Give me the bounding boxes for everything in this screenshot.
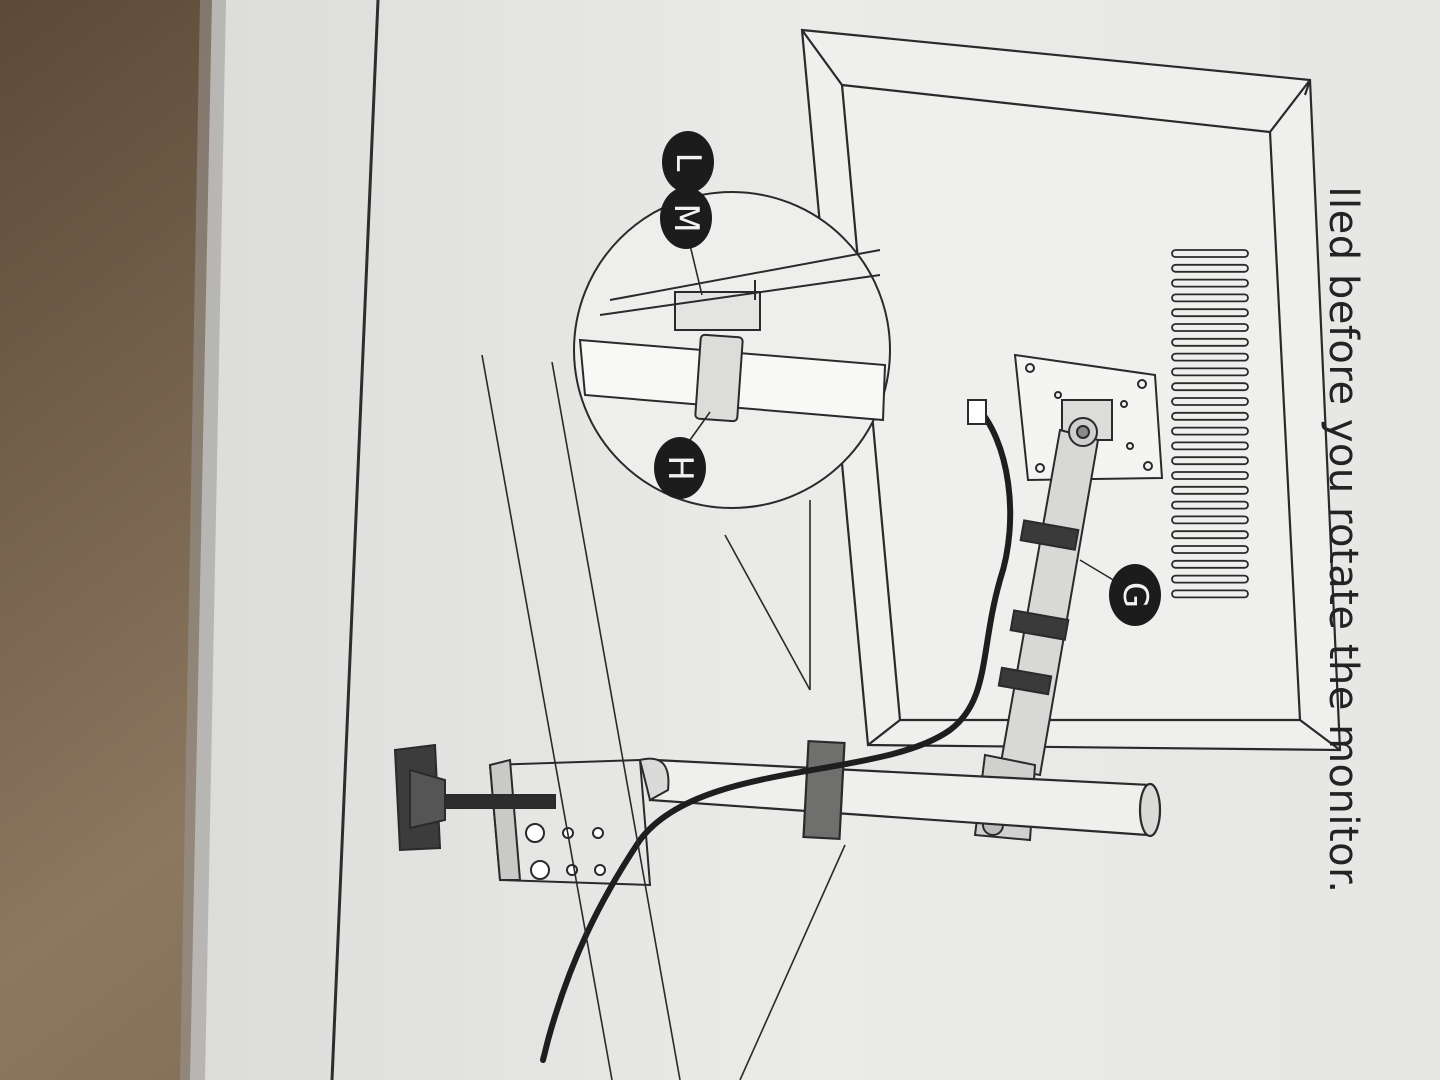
- vent-slot: [1171, 456, 1249, 466]
- vent-slot: [1171, 530, 1249, 540]
- vent-slot: [1171, 441, 1249, 451]
- vent-slot: [1171, 515, 1249, 525]
- callout-L: L: [662, 131, 714, 193]
- vent-slot: [1171, 411, 1249, 421]
- vent-slot: [1171, 471, 1249, 480]
- vent-slot: [1171, 485, 1249, 495]
- vent-slot: [1171, 337, 1249, 347]
- vent-slot: [1171, 559, 1249, 569]
- callout-M: M: [660, 187, 712, 249]
- vent-slot: [1171, 500, 1249, 510]
- cable-plug: [967, 399, 987, 425]
- vent-slot: [1171, 382, 1249, 392]
- vent-slot: [1171, 574, 1249, 584]
- vent-slot: [1171, 352, 1249, 362]
- callout-label-g: G: [1115, 582, 1155, 608]
- vent-slot: [1171, 323, 1249, 332]
- vent-slot: [1171, 293, 1249, 303]
- monitor-cable: [540, 402, 1014, 1063]
- detail-magnifier: [573, 191, 891, 509]
- vent-slot: [1171, 249, 1249, 258]
- page-border-line: [330, 0, 380, 1080]
- paper-edge-shadow: [180, 0, 226, 1080]
- vent-slot: [1171, 545, 1249, 554]
- callout-label-m: M: [666, 203, 706, 232]
- leader-lines: [481, 244, 1131, 1080]
- vent-slot: [1171, 308, 1249, 318]
- vent-slot: [1171, 397, 1249, 406]
- desk-clamp: [393, 743, 670, 887]
- callout-label-h: H: [660, 455, 700, 481]
- vent-slot: [1171, 589, 1249, 599]
- vent-slot: [1171, 367, 1249, 377]
- callout-H: H: [654, 437, 706, 499]
- instruction-text: lled before you rotate the monitor.: [1320, 186, 1366, 894]
- monitor-vents: [1171, 249, 1249, 599]
- vent-slot: [1171, 263, 1249, 273]
- callout-label-l: L: [668, 153, 708, 172]
- callout-G: G: [1109, 564, 1161, 626]
- vent-slot: [1171, 278, 1249, 288]
- vesa-plate: [1013, 353, 1164, 482]
- vent-slot: [1171, 426, 1249, 436]
